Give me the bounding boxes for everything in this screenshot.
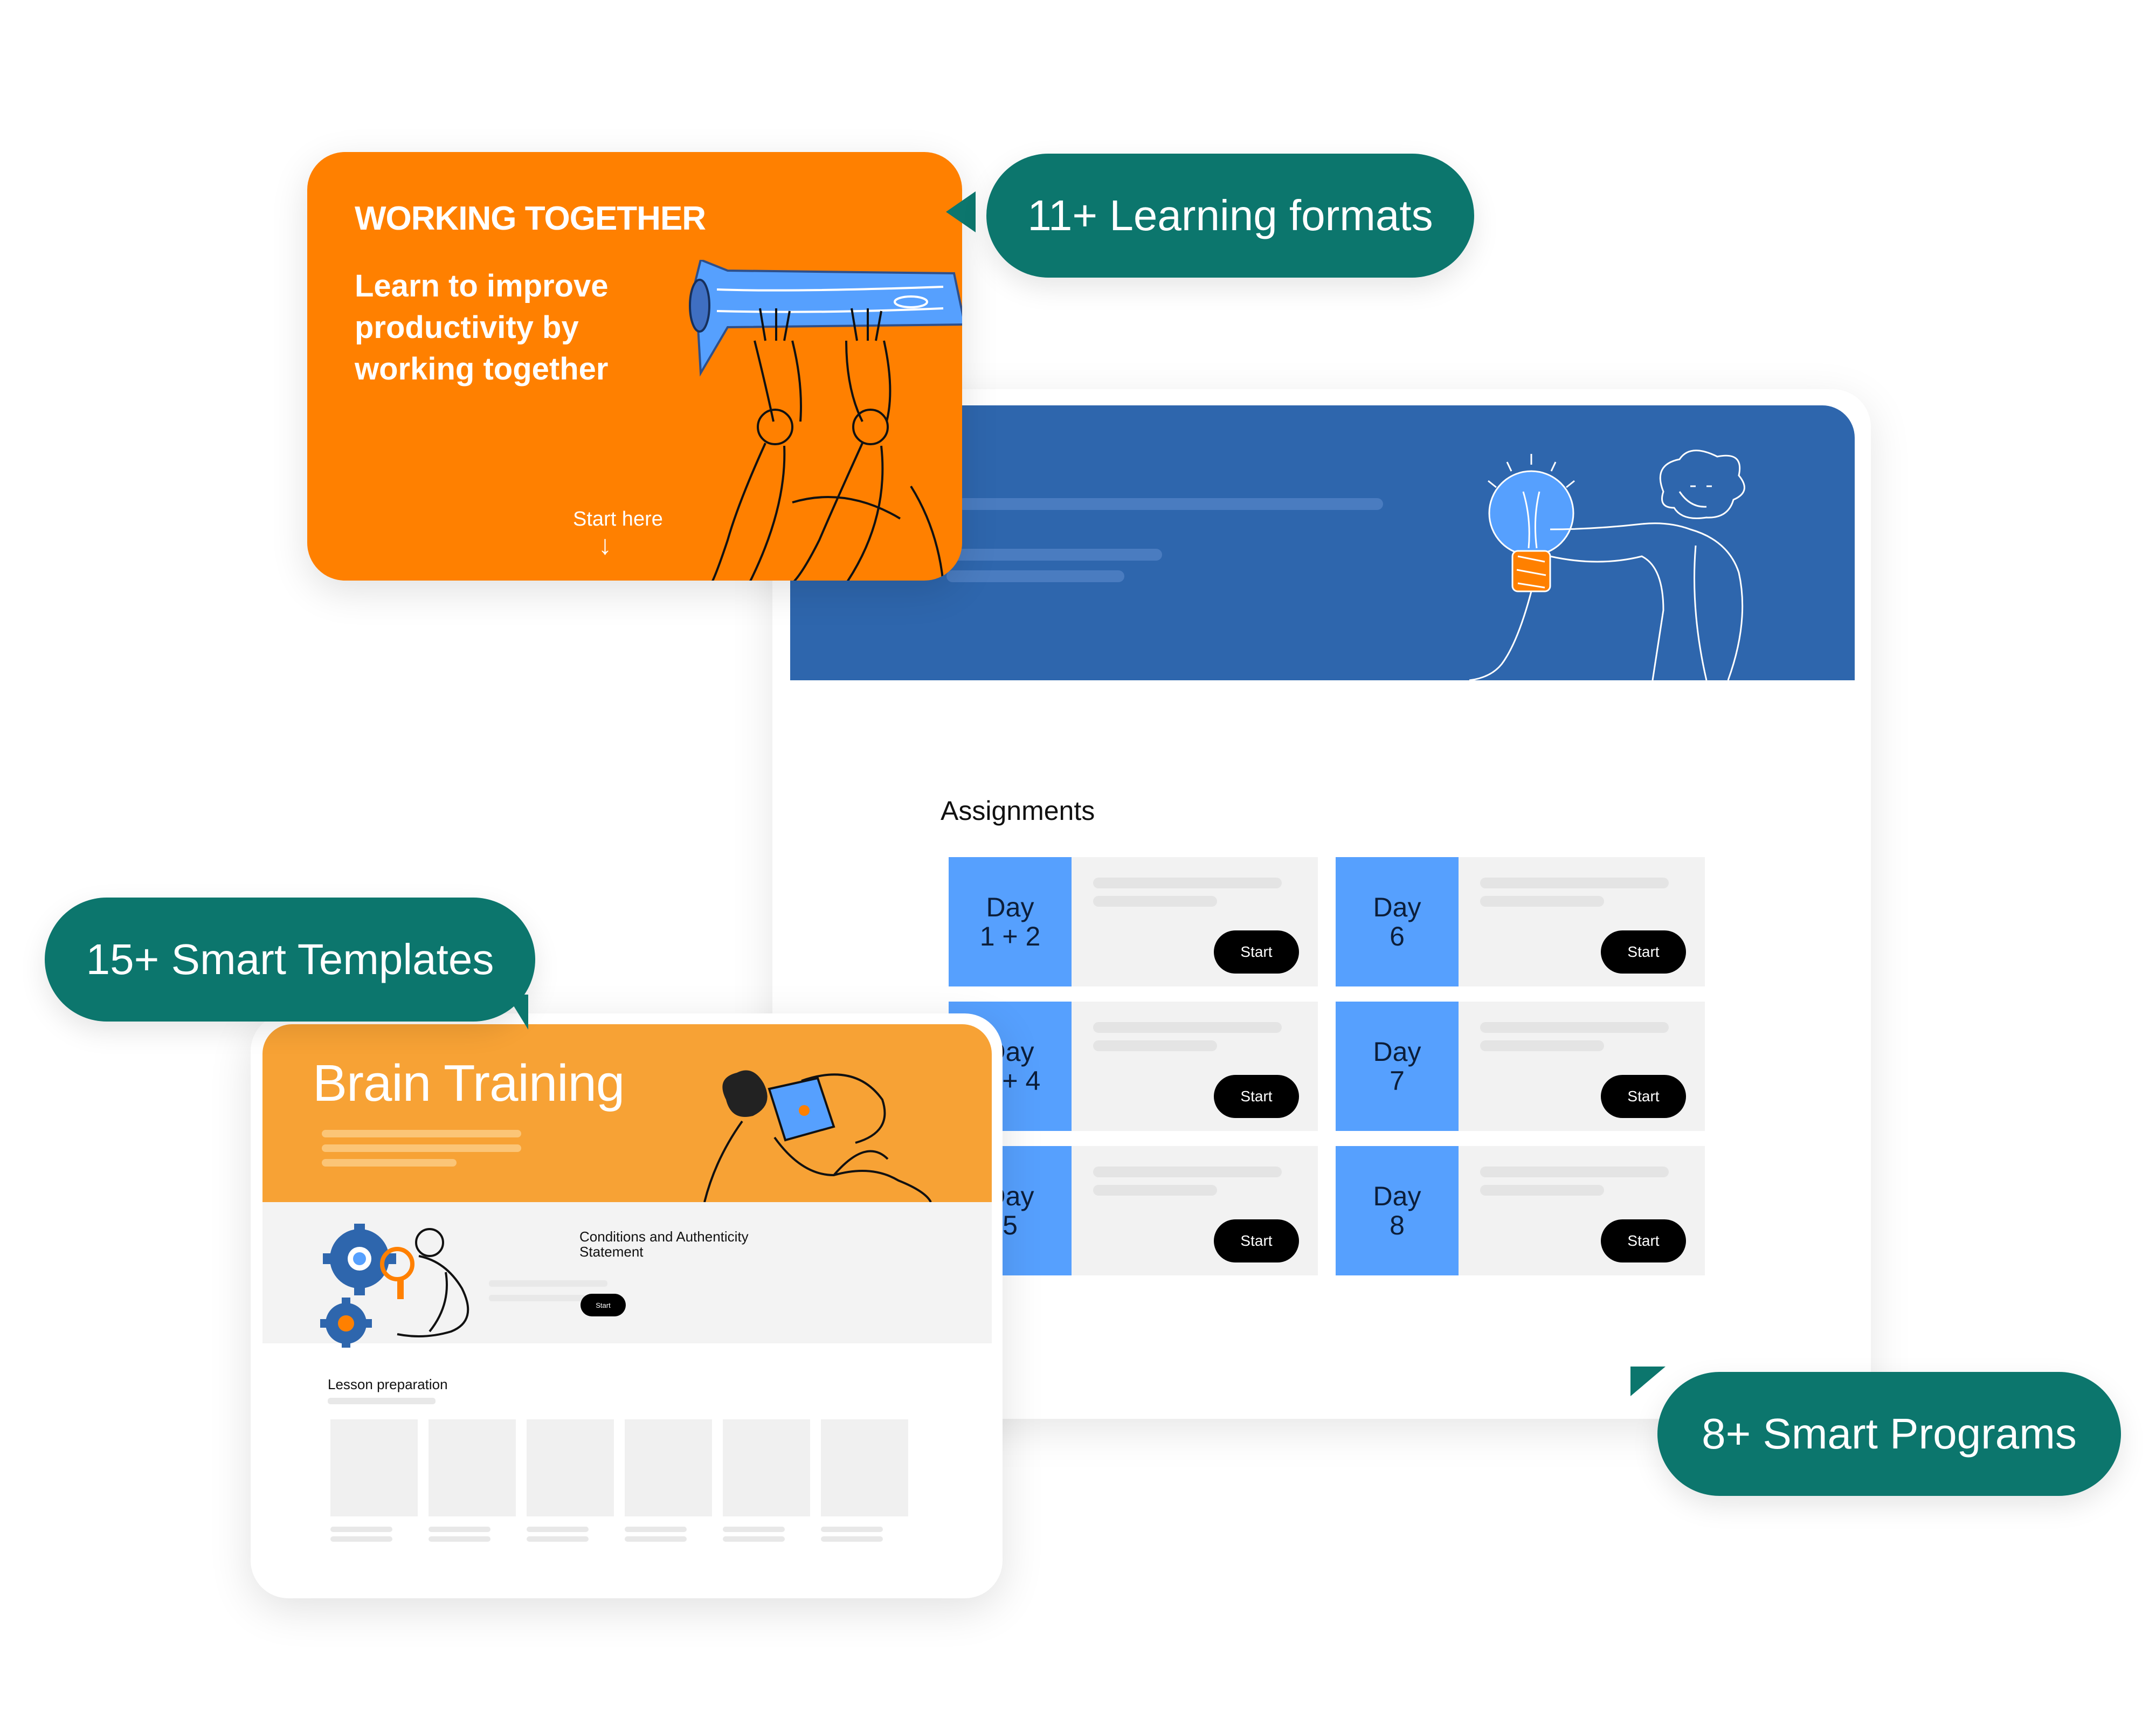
day-label: Day 1 + 2 bbox=[949, 857, 1072, 986]
skeleton-line bbox=[1480, 1185, 1604, 1196]
brain-training-card[interactable]: Brain Training bbox=[251, 1013, 1003, 1598]
gears-illustration bbox=[320, 1224, 469, 1348]
assignment-card[interactable]: Day 1 + 2 Start bbox=[949, 857, 1318, 986]
lesson-tile[interactable] bbox=[330, 1419, 418, 1516]
assignment-card[interactable]: Day 6 Start bbox=[1336, 857, 1705, 986]
learning-formats-badge: 11+ Learning formats bbox=[986, 154, 1474, 278]
skeleton-line bbox=[625, 1527, 687, 1532]
brain-training-header bbox=[262, 1024, 992, 1202]
skeleton-line bbox=[1480, 1022, 1669, 1033]
skeleton-line bbox=[1093, 878, 1282, 888]
header-skeleton-line bbox=[946, 549, 1162, 561]
header-skeleton-line bbox=[957, 498, 1383, 510]
start-button[interactable]: Start bbox=[1601, 1075, 1686, 1118]
skeleton-line bbox=[429, 1527, 490, 1532]
skeleton-line bbox=[330, 1527, 392, 1532]
assignment-card[interactable]: Day 3 + 4 Start bbox=[949, 1002, 1318, 1131]
skeleton-line bbox=[1093, 1167, 1282, 1177]
start-button[interactable]: Start bbox=[581, 1294, 626, 1316]
start-button[interactable]: Start bbox=[1214, 930, 1299, 974]
skeleton-line bbox=[1093, 1022, 1282, 1033]
lesson-tile[interactable] bbox=[429, 1419, 516, 1516]
day-label: Day 7 bbox=[1336, 1002, 1459, 1131]
start-here-link[interactable]: Start here bbox=[573, 508, 663, 530]
skeleton-line bbox=[723, 1536, 785, 1542]
program-header-banner bbox=[790, 405, 1855, 680]
bubble-tail bbox=[946, 191, 976, 232]
header-skeleton-line bbox=[322, 1144, 521, 1152]
skeleton-line bbox=[625, 1536, 687, 1542]
lesson-tile[interactable] bbox=[821, 1419, 908, 1516]
lightbulb-woman-illustration bbox=[1469, 450, 1745, 680]
day-label: Day 8 bbox=[1336, 1146, 1459, 1275]
skeleton-line bbox=[527, 1527, 589, 1532]
start-button[interactable]: Start bbox=[1601, 930, 1686, 974]
start-button[interactable]: Start bbox=[1214, 1219, 1299, 1262]
smart-programs-badge: 8+ Smart Programs bbox=[1657, 1372, 2121, 1496]
lesson-tile[interactable] bbox=[527, 1419, 614, 1516]
skeleton-line bbox=[330, 1536, 392, 1542]
conditions-section bbox=[262, 1202, 992, 1348]
log-carrying-illustration bbox=[689, 260, 962, 581]
skeleton-line bbox=[723, 1527, 785, 1532]
smart-templates-badge: 15+ Smart Templates bbox=[45, 898, 535, 1022]
day-label: Day 6 bbox=[1336, 857, 1459, 986]
bubble-tail bbox=[507, 995, 528, 1030]
assignment-card[interactable]: Day 5 Start bbox=[949, 1146, 1318, 1275]
skeleton-line bbox=[328, 1398, 436, 1404]
laptop-person-illustration bbox=[703, 1070, 932, 1202]
assignments-title: Assignments bbox=[941, 796, 1095, 826]
lesson-tile[interactable] bbox=[723, 1419, 810, 1516]
header-skeleton-line bbox=[322, 1159, 457, 1167]
card-title: WORKING TOGETHER bbox=[355, 200, 706, 237]
brain-training-title: Brain Training bbox=[313, 1054, 625, 1112]
assignment-card[interactable]: Day 8 Start bbox=[1336, 1146, 1705, 1275]
skeleton-line bbox=[821, 1536, 883, 1542]
skeleton-line bbox=[429, 1536, 490, 1542]
card-subtitle: Learn to improve productivity by working… bbox=[355, 268, 609, 387]
skeleton-line bbox=[821, 1527, 883, 1532]
start-button[interactable]: Start bbox=[1214, 1075, 1299, 1118]
skeleton-line bbox=[1480, 1040, 1604, 1051]
bubble-tail bbox=[1630, 1367, 1666, 1396]
skeleton-line bbox=[489, 1280, 607, 1287]
header-skeleton-line bbox=[322, 1130, 521, 1137]
header-skeleton-line bbox=[946, 570, 1124, 582]
conditions-statement: Conditions and Authenticity Statement bbox=[579, 1229, 749, 1260]
assignment-card[interactable]: Day 7 Start bbox=[1336, 1002, 1705, 1131]
skeleton-line bbox=[1093, 1185, 1217, 1196]
skeleton-line bbox=[1480, 878, 1669, 888]
arrow-down-icon: ↓ bbox=[598, 530, 612, 560]
skeleton-line bbox=[1480, 1167, 1669, 1177]
skeleton-line bbox=[1093, 896, 1217, 907]
skeleton-line bbox=[1480, 896, 1604, 907]
working-together-card[interactable]: WORKING TOGETHER Learn to improve produc… bbox=[307, 152, 962, 581]
start-button[interactable]: Start bbox=[1601, 1219, 1686, 1262]
skeleton-line bbox=[489, 1295, 586, 1301]
lesson-preparation-title: Lesson preparation bbox=[328, 1376, 448, 1392]
skeleton-line bbox=[1093, 1040, 1217, 1051]
lesson-tile[interactable] bbox=[625, 1419, 712, 1516]
skeleton-line bbox=[527, 1536, 589, 1542]
